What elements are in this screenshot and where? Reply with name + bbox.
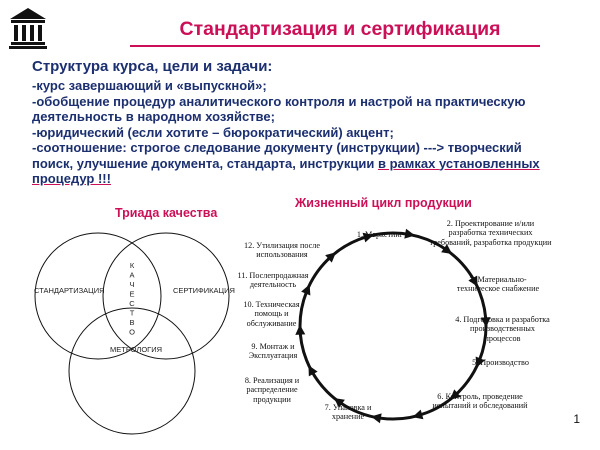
triad-venn-diagram: СТАНДАРТИЗАЦИЯ СЕРТИФИКАЦИЯ МЕТРОЛОГИЯ К…	[34, 232, 235, 435]
intro-underlined-text: в рамках установленных	[377, 155, 540, 171]
cycle-arrow-icon	[450, 389, 461, 400]
cycle-step-marketing: 1. Маркетинг	[356, 230, 404, 239]
intro-line: процедур !!!	[32, 171, 580, 187]
triad-title: Триада качества	[115, 206, 218, 220]
intro-block: Структура курса, цели и задачи: -курс за…	[32, 58, 580, 187]
cycle-step-after-sales: 11. Послепродажная деятельность	[237, 271, 309, 290]
cycle-arrow-icon	[404, 228, 416, 239]
intro-line: поиск, улучшение документа, стандарта, и…	[32, 156, 580, 172]
cycle-arrow-icon	[362, 232, 374, 243]
cycle-arrows	[295, 228, 491, 424]
cycle-arrow-icon	[325, 252, 336, 263]
intro-line: деятельность в народном хозяйстве;	[32, 109, 275, 124]
cycle-step-supply: 3. Материально-техническое снабжение	[456, 275, 540, 294]
intro-line: -обобщение процедур аналитического контр…	[32, 93, 526, 109]
cycle-arrow-icon	[480, 317, 491, 328]
page-title: Стандартизация и сертификация	[179, 18, 501, 40]
venn-center-letter: К	[130, 261, 135, 270]
cycle-arrow-icon	[412, 409, 424, 420]
venn-center-letter: Т	[130, 309, 135, 318]
cycle-step-control: 6. Контроль, проведение испытаний и обсл…	[432, 392, 528, 411]
intro-line: -соотношение: строгое следование докумен…	[32, 140, 522, 155]
venn-label-right: СЕРТИФИКАЦИЯ	[173, 286, 235, 295]
cycle-step-design: 2. Проектирование и/или разработка техни…	[429, 219, 552, 247]
cycle-step-packaging: 7. Упаковка и хранение	[324, 403, 372, 422]
cycle-arrow-icon	[370, 413, 382, 424]
cycle-arrow-icon	[308, 365, 318, 377]
cycle-step-tech-support: 10. Техническая помощь и обслуживание	[243, 300, 300, 328]
cycle-step-process-prep: 4. Подготовка и разработка производствен…	[455, 315, 550, 343]
building-icon	[9, 8, 47, 49]
venn-circle-metrology	[68, 307, 196, 435]
venn-label-left: СТАНДАРТИЗАЦИЯ	[34, 286, 105, 295]
cycle-arrow-icon	[333, 398, 345, 408]
venn-label-bottom: МЕТРОЛОГИЯ	[110, 345, 162, 354]
cycle-arrow-icon	[295, 324, 306, 335]
cycle-arrow-icon	[475, 356, 485, 368]
venn-center-letter: С	[129, 299, 135, 308]
cycle-step-disposal: 12. Утилизация после использования	[244, 241, 320, 260]
life-cycle-diagram	[295, 228, 491, 424]
intro-underlined-text: процедур !!!	[32, 171, 111, 186]
venn-center-letter: О	[129, 328, 135, 337]
intro-line: -курс завершающий и «выпускной»;	[32, 78, 267, 93]
venn-circle-certification	[102, 232, 230, 360]
title-underline	[130, 45, 540, 47]
cycle-step-distribution: 8. Реализация и распределение продукции	[244, 376, 300, 404]
venn-circle-standardization	[34, 232, 162, 360]
intro-line-text: поиск, улучшение документа, стандарта, и…	[32, 155, 378, 171]
cycle-step-production: 5. Производство	[472, 358, 529, 367]
cycle-title: Жизненный цикл продукции	[295, 196, 472, 210]
cycle-arrow-icon	[301, 284, 311, 296]
cycle-arrow-icon	[441, 244, 453, 254]
intro-line: -юридический (если хотите – бюрократичес…	[32, 124, 394, 140]
cycle-step-installation: 9. Монтаж и Эксплуатация	[248, 342, 298, 361]
page-number: 1	[573, 412, 580, 426]
intro-heading: Структура курса, цели и задачи:	[32, 58, 273, 75]
venn-center-letter: Ч	[130, 280, 135, 289]
venn-center-letter: А	[129, 271, 134, 280]
venn-center-letter: Е	[129, 290, 134, 299]
cycle-arrow-icon	[468, 275, 478, 287]
venn-center-letter: В	[129, 318, 134, 327]
